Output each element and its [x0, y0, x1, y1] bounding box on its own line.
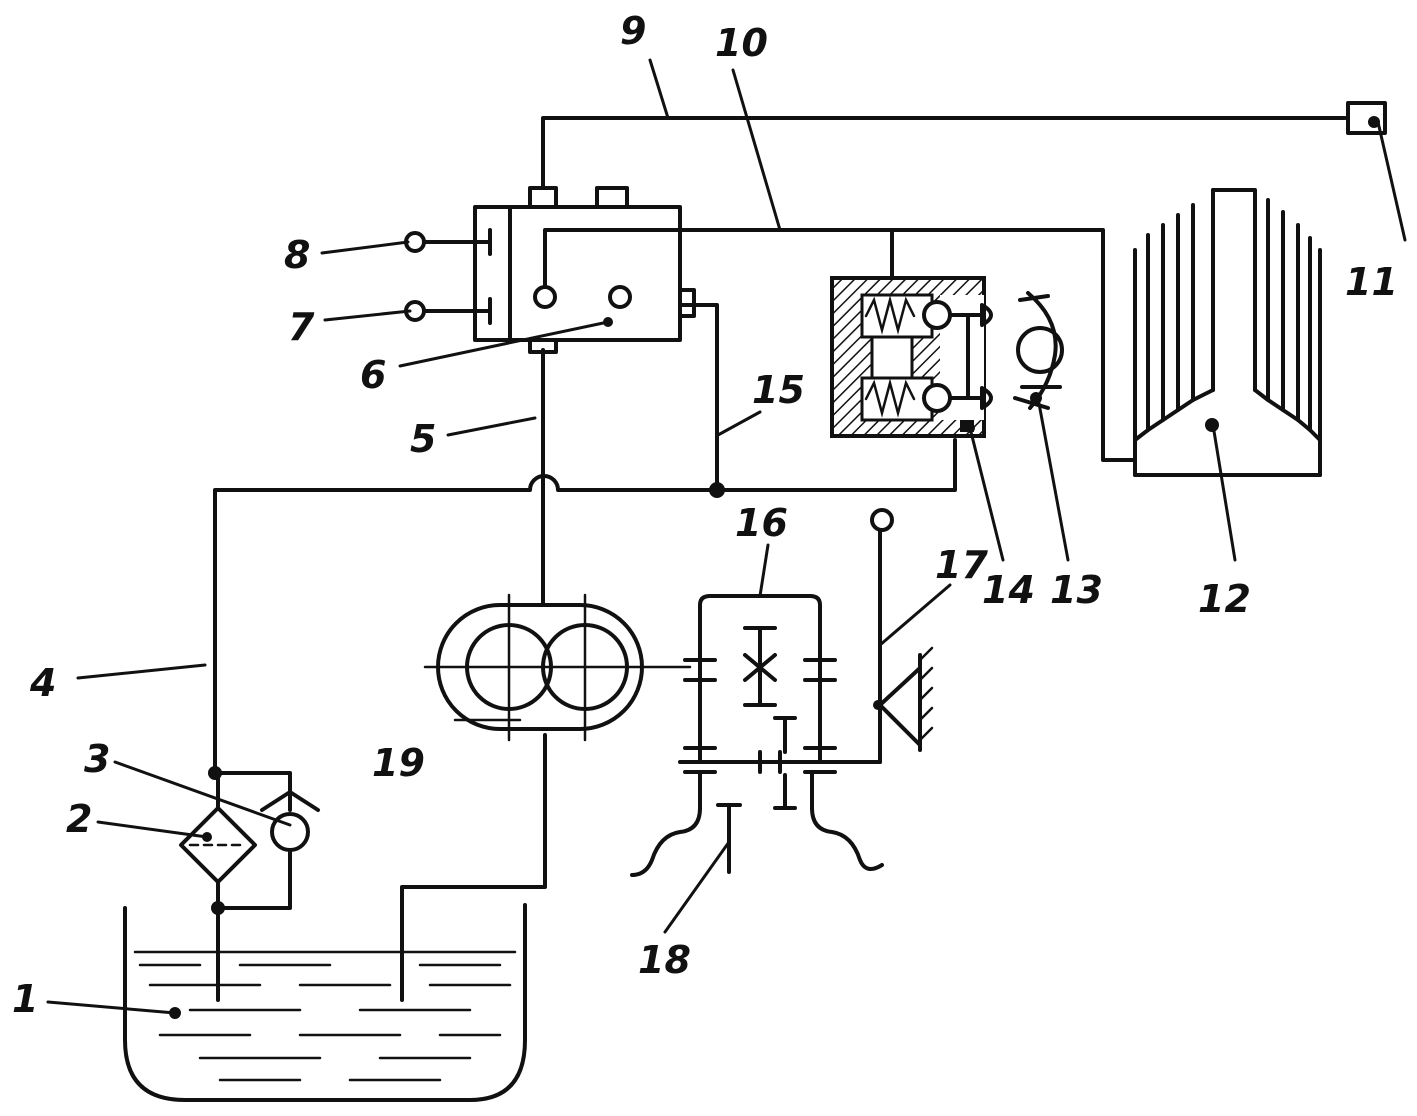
label-9: 9 [620, 9, 646, 53]
label-15: 15 [752, 368, 805, 412]
label-19: 19 [372, 741, 425, 785]
label-6: 6 [360, 353, 386, 397]
label-14: 14 [982, 568, 1035, 612]
label-2: 2 [66, 797, 92, 841]
signal-line [541, 116, 1347, 190]
gear-drive [630, 594, 884, 877]
leader-lines [46, 58, 1407, 1019]
control-block [404, 186, 696, 354]
oil-tank [123, 903, 527, 1102]
label-17: 17 [935, 543, 988, 587]
label-12: 12 [1198, 577, 1251, 621]
tank-pipes [216, 733, 547, 1002]
gear-pump [423, 593, 692, 742]
label-16: 16 [735, 501, 788, 545]
callout-labels: 1 2 3 4 5 6 7 8 9 10 11 12 13 14 15 16 1… [12, 9, 1398, 1021]
label-11: 11 [1345, 260, 1398, 304]
label-10: 10 [715, 21, 768, 65]
label-5: 5 [410, 417, 436, 461]
label-8: 8 [284, 233, 310, 277]
sensor [1346, 101, 1387, 135]
label-7: 7 [288, 305, 315, 349]
radiator [1133, 188, 1322, 477]
label-3: 3 [84, 737, 110, 781]
control-lever [870, 508, 934, 764]
label-18: 18 [638, 938, 691, 982]
filter [179, 771, 257, 910]
bypass-check-valve [216, 771, 320, 910]
label-4: 4 [29, 661, 56, 705]
label-13: 13 [1050, 568, 1103, 612]
cam-actuator [1013, 291, 1064, 410]
label-1: 1 [12, 977, 38, 1021]
hydraulic-distributor [830, 276, 993, 438]
